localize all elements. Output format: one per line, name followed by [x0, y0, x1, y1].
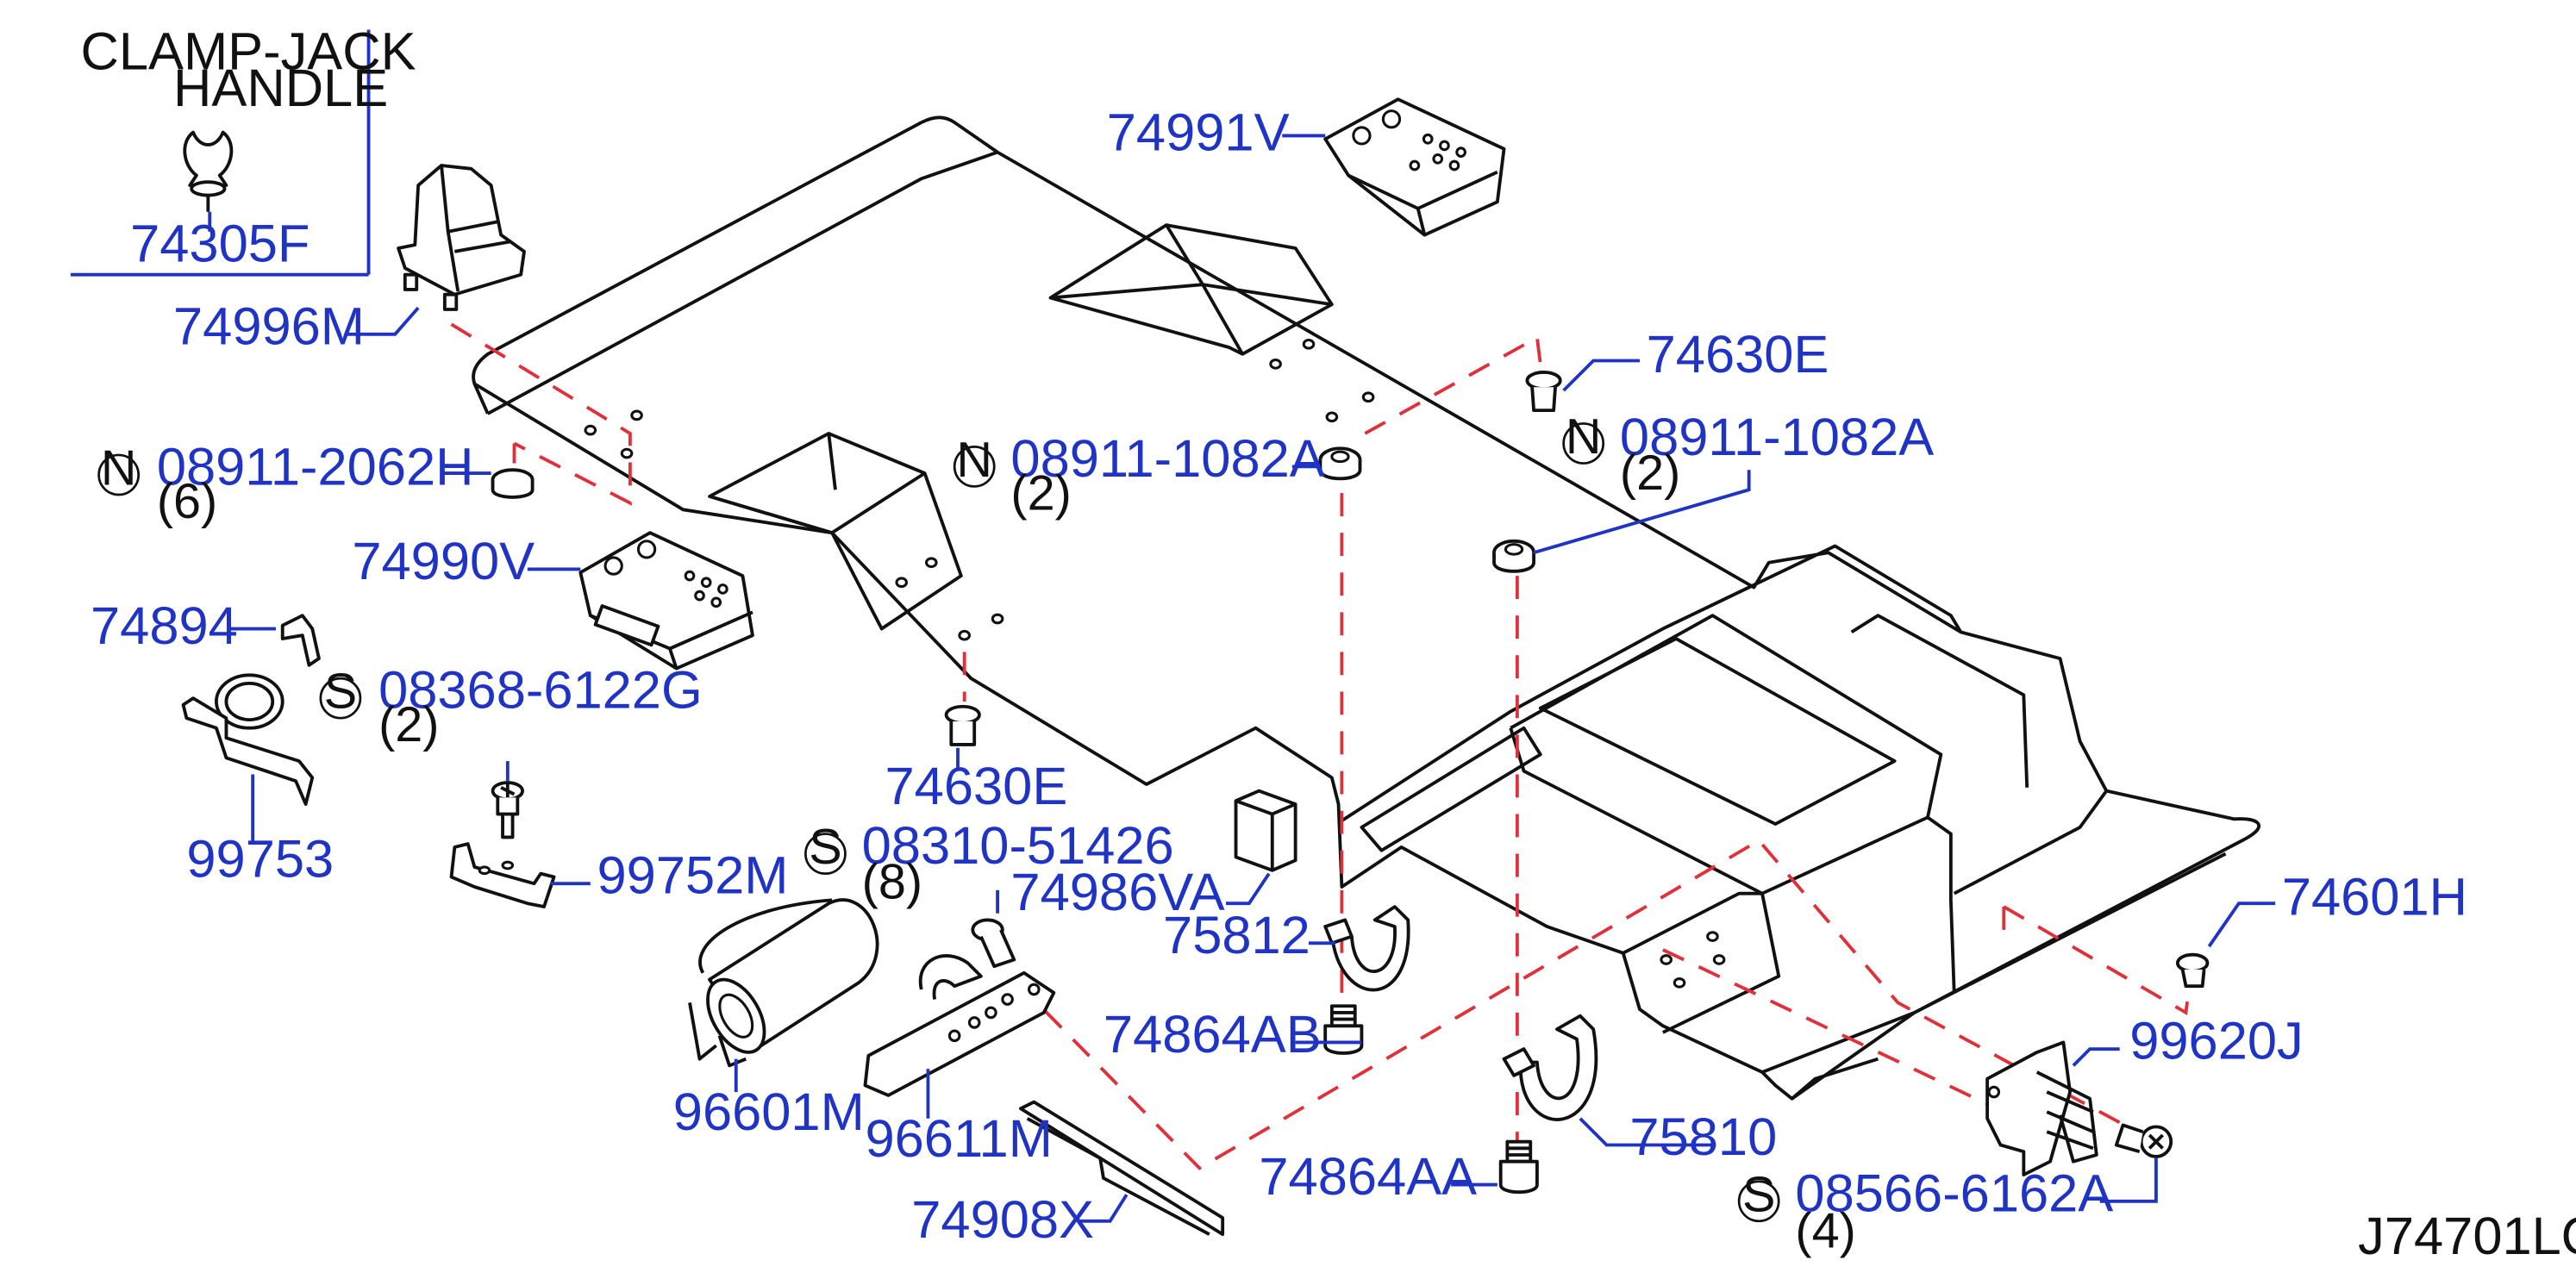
- quantity-label: (2): [378, 697, 439, 752]
- part-number-label: 99752M: [597, 846, 788, 906]
- prefix-badge: N: [1562, 409, 1605, 465]
- quantity-label: (8): [862, 854, 922, 909]
- storage-tray-icon: [1323, 97, 1506, 237]
- part-labels: 74305F 74996M N 08911-2062H (6) 74990V 7…: [91, 103, 2576, 1267]
- canister-icon: [688, 898, 879, 1068]
- inset-box: CLAMP-JACK HANDLE: [70, 22, 416, 277]
- prefix-badge: S: [804, 820, 847, 875]
- prefix-badge: N: [97, 440, 141, 496]
- prefix-letter: N: [101, 440, 137, 496]
- part-number-label: 74991V: [1107, 103, 1290, 163]
- part-number-label: 96611M: [865, 1109, 1052, 1169]
- quantity-label: (2): [1010, 465, 1071, 521]
- bracket-assembly-icon: [1985, 1040, 2098, 1176]
- trim-strip-icon: [1019, 1100, 1225, 1237]
- jack-bracket-icon: [397, 164, 526, 311]
- strap-clamp-icon: [1502, 1014, 1598, 1121]
- trim-clip-icon: [2175, 952, 2210, 989]
- leader-lines: [208, 134, 2276, 1223]
- part-number-label: 08911-1082A: [1010, 429, 1324, 489]
- part-number-label: 74908X: [911, 1190, 1094, 1250]
- storage-tray-icon: [578, 531, 754, 671]
- jack-clip-icon: [183, 130, 234, 212]
- part-number-label: 74630E: [885, 757, 1068, 816]
- part-number-label: 74996M: [173, 296, 365, 356]
- hex-nut-icon: [491, 468, 535, 499]
- quantity-label: (4): [1795, 1204, 1855, 1259]
- diagram-code: J74701LQ: [2358, 1207, 2576, 1266]
- trim-clip-icon: [1525, 371, 1562, 413]
- hex-nut-icon: [1318, 446, 1362, 481]
- wire-clip-icon: [280, 614, 321, 667]
- inset-title-line-1: CLAMP-JACK: [81, 22, 416, 82]
- quantity-label: (6): [157, 474, 217, 529]
- screw-icon: [2114, 1123, 2173, 1158]
- assembly-guide-lines: [450, 322, 2191, 1170]
- hex-nut-icon: [1492, 539, 1536, 573]
- cushion-block-icon: [1234, 789, 1297, 872]
- hanger-bracket-icon: [181, 673, 315, 806]
- prefix-letter: N: [1566, 409, 1602, 465]
- part-number-label: 74305F: [130, 214, 309, 273]
- part-number-label: 74864AB: [1104, 1005, 1322, 1064]
- part-number-label: 96601M: [673, 1082, 865, 1142]
- canister-bracket-icon: [863, 954, 1056, 1097]
- part-number-label: 75810: [1629, 1107, 1777, 1167]
- part-number-label: 99620J: [2129, 1012, 2304, 1071]
- prefix-letter: S: [1742, 1167, 1775, 1222]
- part-number-label: 08368-6122G: [378, 661, 703, 721]
- screw-icon: [491, 781, 525, 870]
- inset-title-line-2: HANDLE: [173, 59, 388, 118]
- push-fastener-icon: [971, 918, 1016, 969]
- part-number-label: 74601H: [2282, 868, 2467, 927]
- part-number-label: 08911-2062H: [157, 437, 474, 496]
- part-number-label: 74864AA: [1259, 1147, 1477, 1207]
- quantity-label: (2): [1620, 446, 1680, 501]
- prefix-letter: S: [324, 664, 357, 720]
- part-number-label: 74894: [91, 596, 238, 656]
- trim-clip-icon: [944, 704, 981, 746]
- part-number-label: 75812: [1163, 906, 1310, 965]
- rear-floor-trim-panel: [472, 115, 2261, 1101]
- part-number-label: 08310-51426: [862, 816, 1174, 876]
- mounting-bracket-icon: [449, 842, 556, 908]
- prefix-letter: N: [956, 433, 992, 488]
- prefix-badge: S: [1737, 1167, 1780, 1222]
- part-number-label: 08911-1082A: [1620, 408, 1934, 467]
- bolt-icon: [1498, 1139, 1539, 1195]
- part-number-label: 08566-6162A: [1795, 1164, 2113, 1223]
- bolt-icon: [1323, 1004, 1364, 1055]
- strap-clamp-icon: [1323, 905, 1410, 992]
- part-number-label: 74630E: [1647, 325, 1829, 384]
- part-number-label: 74986VA: [1010, 863, 1224, 922]
- prefix-badge: S: [319, 664, 362, 720]
- part-number-label: 74990V: [352, 532, 535, 591]
- prefix-letter: S: [809, 820, 841, 875]
- prefix-badge: N: [953, 433, 996, 488]
- part-number-label: 99753: [186, 829, 334, 889]
